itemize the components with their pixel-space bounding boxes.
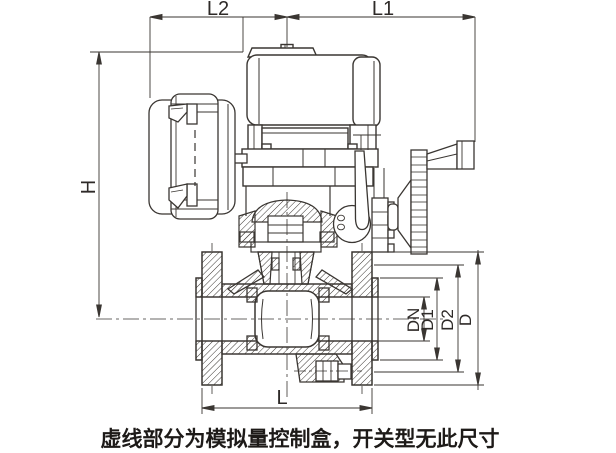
terminal-panel xyxy=(261,127,349,150)
left-flange xyxy=(195,243,223,394)
dimension-d1 xyxy=(380,277,443,361)
analog-control-box xyxy=(148,93,248,220)
drain-plug xyxy=(295,353,352,383)
top-latch xyxy=(168,103,198,125)
seat-rings xyxy=(246,287,330,351)
stem-bonnet-assembly xyxy=(238,186,338,285)
label-d1: D1 xyxy=(418,309,437,331)
electric-actuator xyxy=(241,43,381,187)
ball-valve-body xyxy=(195,243,379,394)
dimensions xyxy=(90,13,484,414)
label-d2: D2 xyxy=(438,309,457,331)
actuator-side-cover xyxy=(352,56,381,128)
mounting-plate xyxy=(250,241,322,253)
label-l: L xyxy=(276,387,287,409)
dimension-d2 xyxy=(374,264,464,373)
label-d: D xyxy=(456,314,475,326)
declutch-lever xyxy=(332,150,372,244)
wheel-shaft xyxy=(387,203,399,231)
label-l1: L1 xyxy=(372,0,394,20)
lever-arm xyxy=(354,150,370,231)
gear-window xyxy=(267,215,304,243)
bottom-latch xyxy=(168,183,198,209)
right-flange xyxy=(351,243,379,394)
dimension-l2-l1 xyxy=(149,13,476,142)
dimension-l xyxy=(201,388,373,414)
centerlines xyxy=(96,192,444,400)
label-h: H xyxy=(78,180,100,194)
left-column xyxy=(247,124,263,153)
wheel-hub-cone xyxy=(397,177,412,251)
right-body-wing xyxy=(314,269,354,295)
label-dn: DN xyxy=(404,308,423,333)
drawing-caption: 虚线部分为模拟量控制盒，开关型无此尺寸 xyxy=(101,427,500,451)
dimension-dn xyxy=(378,296,430,342)
label-l2: L2 xyxy=(207,0,229,20)
base-band-lower xyxy=(242,166,374,187)
crank-handle xyxy=(426,140,475,170)
dimension-d xyxy=(374,250,484,390)
wheel-rim xyxy=(410,149,428,255)
dimension-h xyxy=(90,17,244,318)
